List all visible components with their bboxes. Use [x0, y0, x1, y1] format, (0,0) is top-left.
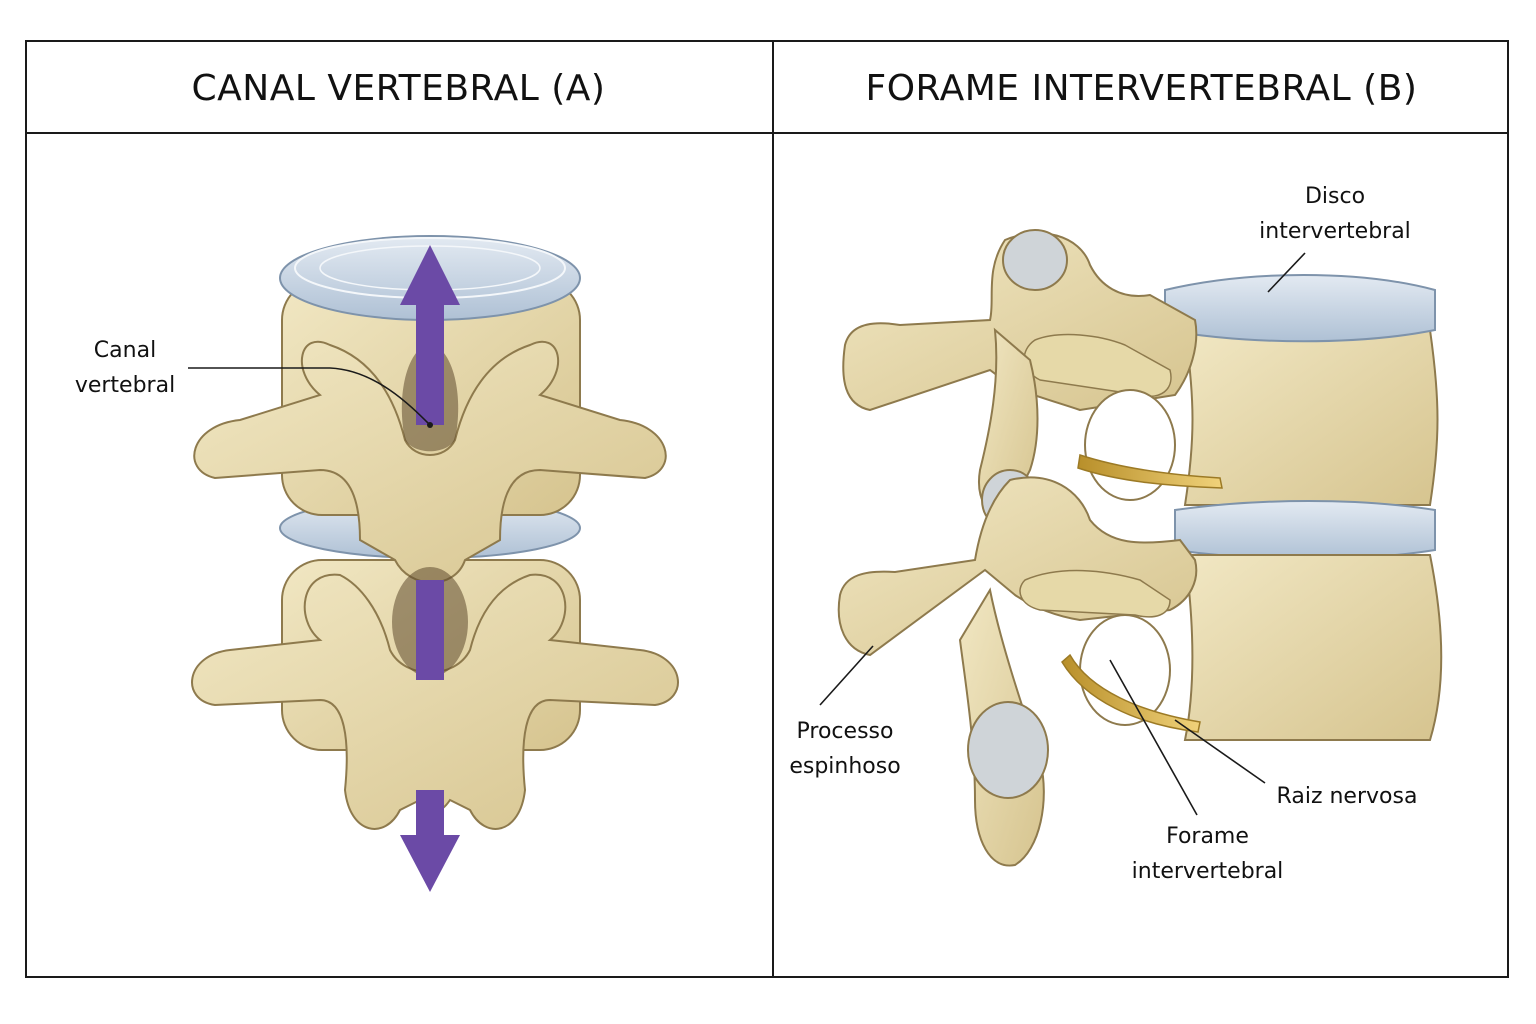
upper-body-lateral [1183, 329, 1439, 506]
panel-b-vertebrae [837, 229, 1443, 867]
label-line: intervertebral [1259, 219, 1411, 244]
figure-frame [25, 40, 1509, 978]
canal-vertebral-leader [188, 367, 431, 426]
label-line: Forame [1166, 824, 1249, 849]
label-line: Disco [1304, 184, 1366, 209]
processo-leader [819, 645, 874, 706]
lower-posterior-arch [191, 573, 679, 830]
panel-divider [772, 40, 774, 978]
raiz-leader [1174, 719, 1266, 784]
label-forame-intervertebral: Forame intervertebral [1120, 819, 1295, 889]
panel-a-vertebrae [191, 235, 679, 892]
top-disc-lateral [1164, 274, 1436, 343]
disco-leader [1267, 252, 1306, 293]
label-line: espinhoso [789, 754, 901, 779]
forame-leader [1109, 659, 1198, 816]
label-line: Raiz nervosa [1276, 784, 1418, 809]
label-canal-vertebral: Canal vertebral [60, 333, 190, 403]
label-disco-intervertebral: Disco intervertebral [1250, 179, 1420, 249]
header-divider [25, 132, 1509, 134]
panel-b-title: FORAME INTERVERTEBRAL (B) [865, 67, 1418, 109]
middle-disc-lateral [1174, 500, 1436, 560]
panel-a-title: CANAL VERTEBRAL (A) [191, 67, 606, 109]
label-line: Canal [93, 338, 157, 363]
label-processo-espinhoso: Processo espinhoso [770, 714, 920, 784]
upper-nerve-root [1077, 454, 1223, 489]
lower-nerve-root [1061, 653, 1201, 733]
label-line: vertebral [74, 373, 176, 398]
canal-arrow [400, 245, 460, 892]
lower-body-lateral [1183, 554, 1443, 741]
label-raiz-nervosa: Raiz nervosa [1262, 779, 1432, 814]
label-line: Processo [796, 719, 894, 744]
upper-posterior-arch [193, 340, 667, 584]
label-line: intervertebral [1131, 859, 1284, 884]
